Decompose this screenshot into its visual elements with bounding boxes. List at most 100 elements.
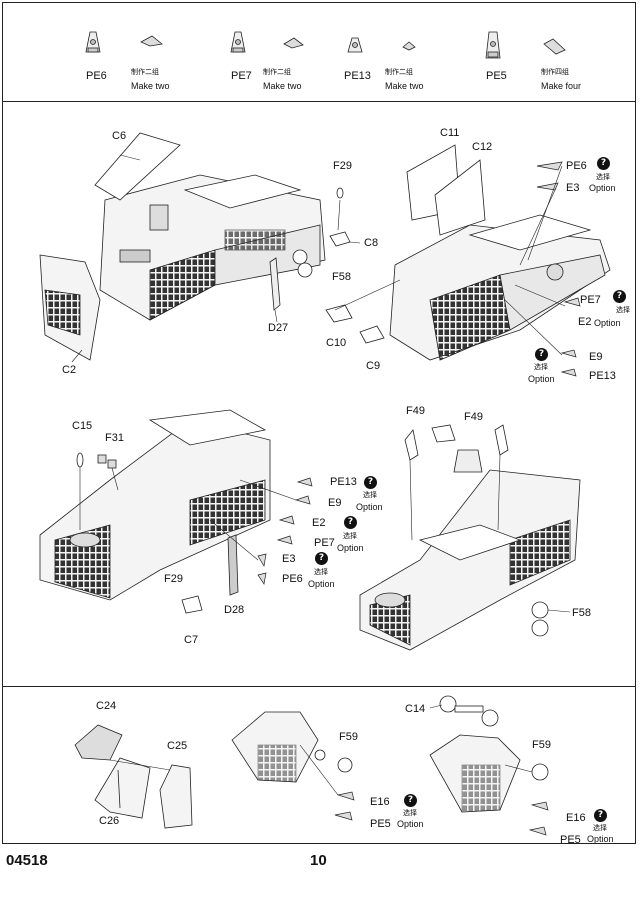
option-icon: ? [613,290,626,303]
pe7-small-part-icon [283,37,304,49]
kit-number: 04518 [6,852,48,869]
option-icon: ? [597,157,610,170]
label-e9: E9 [589,351,603,363]
pe5-quantity-cn: 制作四组 [541,69,569,76]
label-c15: C15 [72,420,93,432]
label-d27: D27 [268,322,289,334]
option-en: Option [528,374,555,384]
step2-part-c12 [434,159,486,236]
option-en: Option [594,318,621,328]
pe13-label: PE13 [344,70,371,82]
label-c10: C10 [326,337,347,349]
option-cn: 选择 [593,825,607,832]
label-c26: C26 [99,815,120,827]
label-c7: C7 [184,634,199,646]
label-d28: D28 [224,604,245,616]
label-c11: C11 [440,127,460,139]
label-pe13: PE13 [589,370,616,382]
step3-leader-lines [79,467,297,561]
option-en: Option [337,543,364,553]
label-f29: F29 [164,573,183,585]
option-cn: 选择 [596,174,610,181]
step6-leader-lines [429,704,533,773]
step4-superstructure [359,469,581,651]
label-f29: F29 [333,160,352,172]
pe13-part-icon [347,37,363,53]
option-icon: ? [535,348,548,361]
step5-part-f59 [314,749,353,773]
step4-part-f58 [531,601,549,637]
label-e16: E16 [370,796,390,808]
label-c24: C24 [96,700,117,712]
label-f59: F59 [532,739,551,751]
step2-part-c9 [359,325,385,344]
step3-part-d28 [227,534,239,596]
step4-part-f49 [404,424,509,473]
option-cn: 选择 [363,492,377,499]
step3-part-f31 [97,454,117,469]
pe13-quantity-cn: 制作二组 [385,69,413,76]
label-c8: C8 [364,237,379,249]
label-f49: F49 [464,411,483,423]
step2-part-c10 [325,304,353,323]
label-e16: E16 [566,812,586,824]
pe6-small-part-icon [140,35,163,47]
step6-part-c14 [439,695,499,727]
option-icon: ? [364,476,377,489]
step1-part-f58 [292,249,313,278]
option-icon: ? [594,809,607,822]
step1-part-d27 [269,257,281,311]
step2-superstructure [389,214,611,361]
option-en: Option [356,502,383,512]
step6-etch-parts [528,801,549,836]
pe13-small-part-icon [402,41,416,51]
step1-part-c6 [94,132,181,201]
step3-part-c7 [181,595,203,614]
option-cn: 选择 [616,307,630,314]
pe7-part-icon [230,31,246,53]
step5-part-c24 [74,724,123,761]
pe5-part-icon [485,31,501,59]
option-en: Option [589,183,616,193]
label-e3: E3 [566,182,580,194]
label-e3: E3 [282,553,296,565]
option-cn: 选择 [343,533,357,540]
label-c25: C25 [167,740,188,752]
pe7-quantity-cn: 制作二组 [263,69,291,76]
option-icon: ? [344,516,357,529]
label-c2: C2 [62,364,77,376]
page-frame [2,2,636,844]
label-c12: C12 [472,141,493,153]
label-f59: F59 [339,731,358,743]
label-pe7: PE7 [580,294,601,306]
header-divider [2,101,636,102]
option-icon: ? [404,794,417,807]
label-c14: C14 [405,703,426,715]
label-f49: F49 [406,405,425,417]
pe6-part-icon [85,31,101,53]
label-pe7: PE7 [314,537,335,549]
label-pe6: PE6 [566,160,587,172]
option-cn: 选择 [314,569,328,576]
option-en: Option [397,819,424,829]
label-e2: E2 [312,517,326,529]
pe5-label: PE5 [486,70,507,82]
step1-part-f29 [336,187,344,199]
page-number: 10 [310,852,327,869]
step5-etch-parts [334,791,355,821]
step3-etch-parts [257,477,313,585]
pe5-quantity-en: Make four [541,81,582,91]
pe7-label: PE7 [231,70,252,82]
step5-leader-lines [109,744,339,796]
step6-tower [429,734,521,813]
option-icon: ? [315,552,328,565]
step5-part-c26 [94,757,151,819]
bottom-section-divider [2,686,636,687]
header-artwork [85,31,566,59]
step5-tower [231,711,319,783]
label-f31: F31 [105,432,124,444]
step1-part-c8 [329,231,351,247]
label-pe5: PE5 [370,818,391,830]
pe7-quantity-en: Make two [263,81,302,91]
step5-part-c25 [159,764,193,829]
